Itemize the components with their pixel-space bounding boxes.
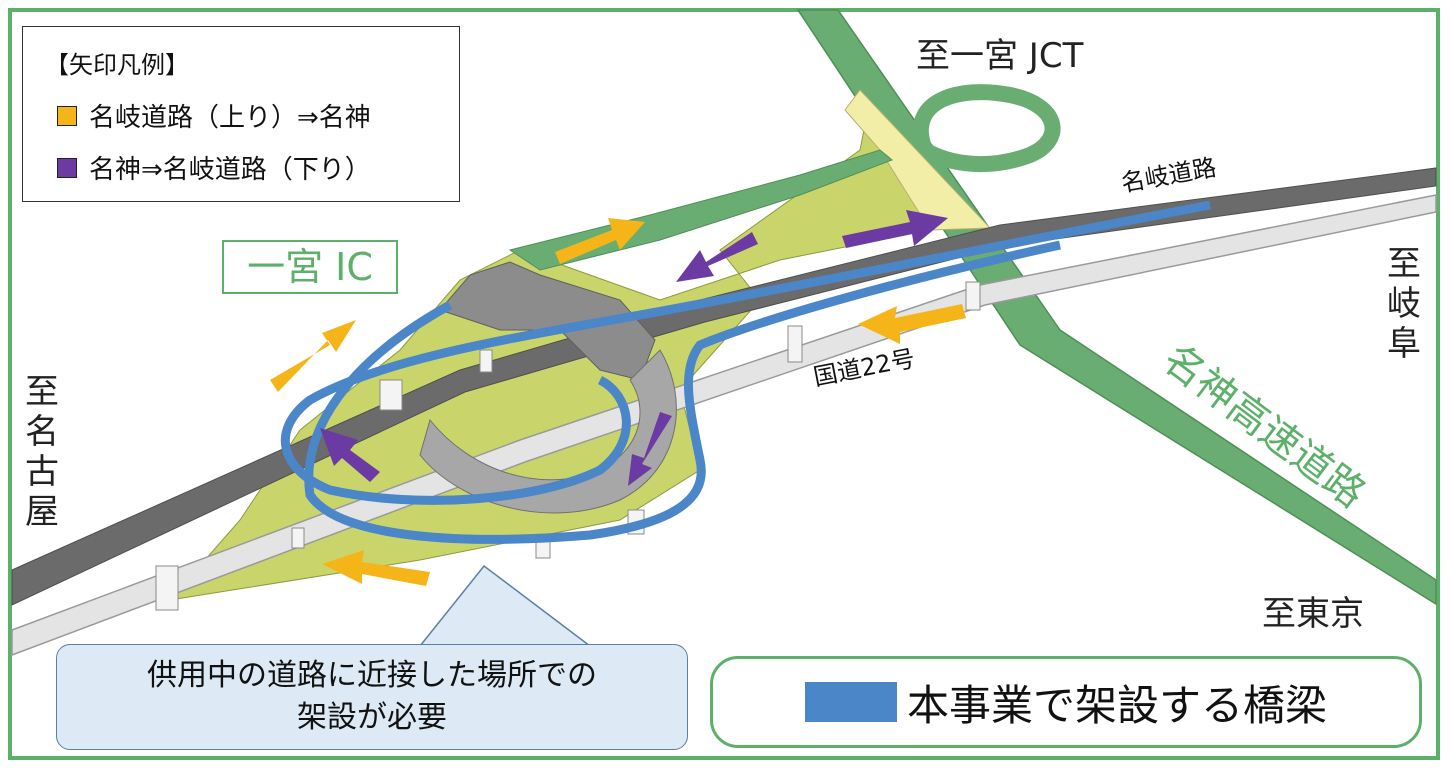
- yellow-arrow-1: [270, 320, 356, 392]
- yellow-arrow-3: [858, 304, 966, 344]
- purple-arrows: [320, 210, 948, 486]
- diagram-frame: [8, 8, 1440, 760]
- bridge-key: 本事業で架設する橋梁: [710, 656, 1422, 748]
- legend-title: 【矢印凡例】: [45, 51, 189, 79]
- yellow-arrow-4: [322, 550, 430, 586]
- yellow-arrows: [270, 218, 966, 586]
- purple-arrow-1: [676, 232, 758, 282]
- callout-line-1: 供用中の道路に近接した場所での: [147, 658, 597, 693]
- callout-line-2: 架設が必要: [297, 700, 447, 735]
- arrow-legend: 【矢印凡例】 名岐道路（上り）⇒名神 名神⇒名岐道路（下り）: [22, 26, 460, 202]
- legend-item-upbound: 名岐道路（上り）⇒名神: [57, 97, 371, 134]
- legend-item-downbound: 名神⇒名岐道路（下り）: [57, 149, 371, 186]
- destination-jct: 至一宮 JCT: [916, 36, 1084, 76]
- legend-item-label: 名岐道路（上り）⇒名神: [89, 103, 371, 133]
- purple-arrow-2: [842, 210, 948, 248]
- interchange-label: 一宮 IC: [222, 240, 398, 294]
- new-bridge-outer: [304, 240, 1061, 544]
- destination-nagoya: 至名古屋: [25, 372, 59, 532]
- destination-gifu: 至岐阜: [1387, 244, 1421, 364]
- gray-ramp-south: [419, 349, 677, 514]
- legend-swatch-yellow: [57, 105, 77, 126]
- bridge-key-swatch: [804, 682, 897, 722]
- jct-ground: [844, 89, 992, 231]
- purple-arrow-4: [628, 412, 672, 486]
- bridge-key-label: 本事業で架設する橋梁: [906, 680, 1327, 730]
- jct-loop: [912, 84, 1061, 172]
- destination-tokyo: 至東京: [1262, 594, 1364, 634]
- meishin-expressway: [796, 9, 1437, 606]
- yellow-arrow-2: [555, 218, 645, 264]
- callout-pointer: [418, 564, 593, 647]
- legend-item-label: 名神⇒名岐道路（下り）: [89, 155, 371, 185]
- new-bridge-loop: [280, 200, 1211, 505]
- construction-callout: 供用中の道路に近接した場所での 架設が必要: [56, 644, 688, 750]
- purple-arrow-3: [320, 428, 380, 482]
- legend-swatch-purple: [57, 157, 77, 178]
